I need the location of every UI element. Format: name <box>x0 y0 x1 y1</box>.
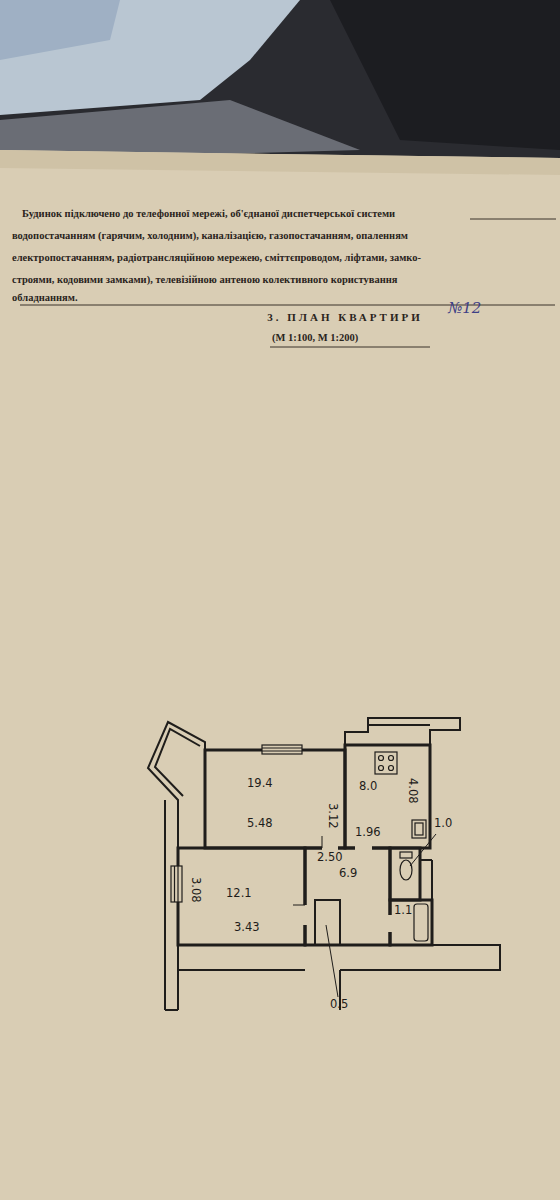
dimension-label: 3.08 <box>189 877 201 903</box>
dimension-label: 1.96 <box>355 827 381 839</box>
room-area-number: 2.50 <box>317 852 343 864</box>
room-area: 8.0 1.96 4.08 <box>345 745 430 848</box>
dimension-label: 3.43 <box>234 922 260 934</box>
form-text-line: обладнанням. <box>12 292 78 303</box>
room-area-number: 19.4 <box>247 778 273 790</box>
area-callout: 0.5 <box>330 999 348 1011</box>
form-text-line: електропостачанням, радіотрансляційною м… <box>12 252 421 263</box>
room-area-number: 12.1 <box>226 888 252 900</box>
dimension-label: 4.08 <box>406 778 418 804</box>
form-text-line: Будинок підключено до телефонної мережі,… <box>22 208 395 219</box>
room-area-number: 8.0 <box>359 781 377 793</box>
room-area-number: 1.1 <box>394 905 412 917</box>
dimension-label: 6.9 <box>339 868 357 880</box>
room-area: 12.1 3.43 3.08 <box>178 848 305 945</box>
area-callout: 1.0 <box>434 818 452 830</box>
scale-note: (М 1:100, М 1:200) <box>272 332 358 343</box>
room-area: 1.1 <box>390 900 432 945</box>
plan-title: 3. ПЛАН КВАРТИРИ <box>267 311 423 323</box>
dimension-label: 3.12 <box>326 803 338 829</box>
form-text-line: водопостачанням (гарячим, холодним), кан… <box>12 230 408 241</box>
room-area: 2.50 6.9 <box>305 848 390 945</box>
handwritten-number: №12 <box>448 299 481 317</box>
dimension-label: 5.48 <box>247 818 273 830</box>
form-text-line: строями, кодовими замками), телевізійною… <box>12 274 397 285</box>
room-area: 19.4 5.48 3.12 <box>205 750 345 848</box>
